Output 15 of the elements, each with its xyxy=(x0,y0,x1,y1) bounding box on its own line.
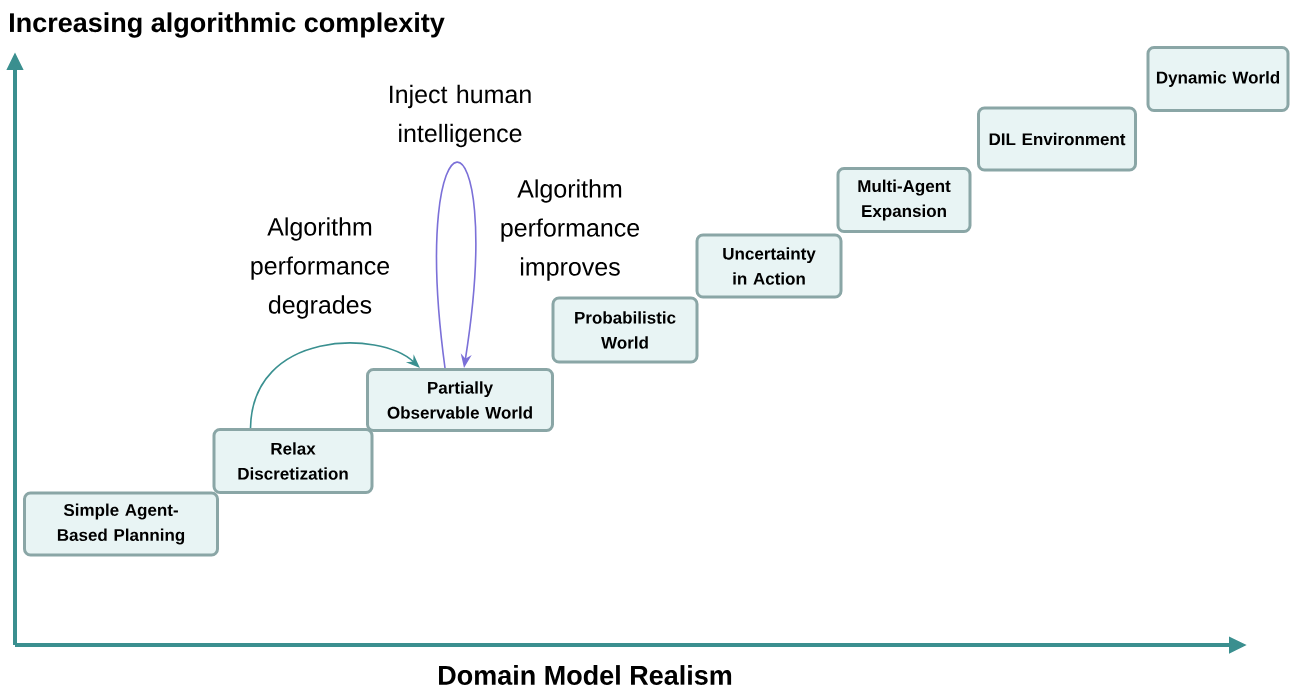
annotation-text: Algorithm performance improves xyxy=(501,179,640,281)
stage-box: Probabilistic World xyxy=(551,296,699,364)
stage-box: Uncertainty in Action xyxy=(695,233,843,299)
stage-box: Relax Discretization xyxy=(212,428,374,494)
stage-box: Partially Observable World xyxy=(366,368,554,432)
stage-box: Dynamic World xyxy=(1146,46,1290,112)
axis-title: Increasing algorithmic complexity xyxy=(10,12,445,38)
stage-box: DIL Environment xyxy=(977,106,1137,172)
edge-label: Inject human intelligence xyxy=(390,84,531,148)
edge-label: Algorithm performance degrades xyxy=(251,217,390,319)
stage-box: Simple Agent-Based Planning xyxy=(23,491,219,557)
axis-title: Domain Model Realism xyxy=(439,665,732,685)
curved-arrow xyxy=(249,342,420,429)
stage-box: Multi-Agent Expansion xyxy=(836,167,972,233)
curved-arrow xyxy=(435,161,477,369)
